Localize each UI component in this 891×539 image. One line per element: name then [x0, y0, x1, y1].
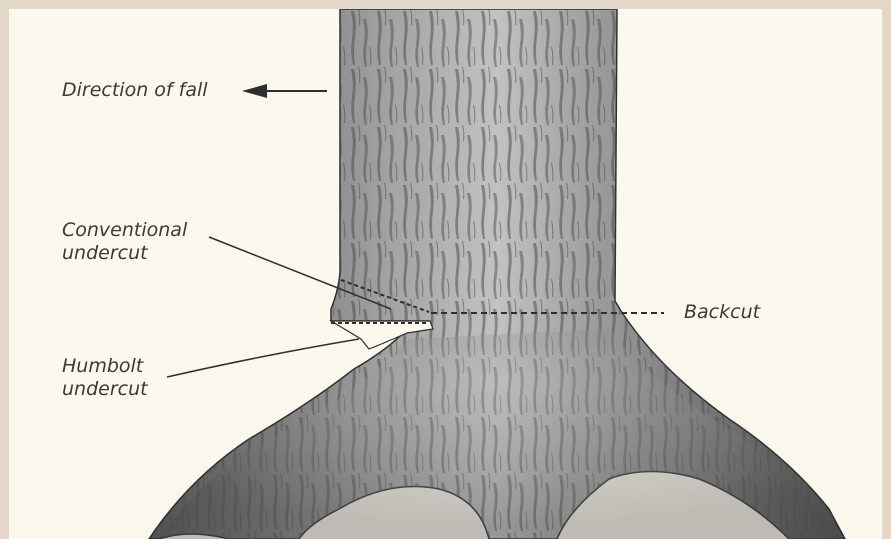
humbolt-undercut-label: Humbolt undercut [62, 355, 148, 401]
diagram-panel: Direction of fall Conventional undercut … [9, 9, 882, 539]
conventional-undercut-label: Conventional undercut [62, 219, 187, 265]
direction-of-fall-label: Direction of fall [62, 79, 208, 102]
backcut-label: Backcut [684, 301, 760, 324]
direction-arrow-icon [242, 84, 327, 98]
humbolt-undercut-leader [167, 339, 359, 377]
